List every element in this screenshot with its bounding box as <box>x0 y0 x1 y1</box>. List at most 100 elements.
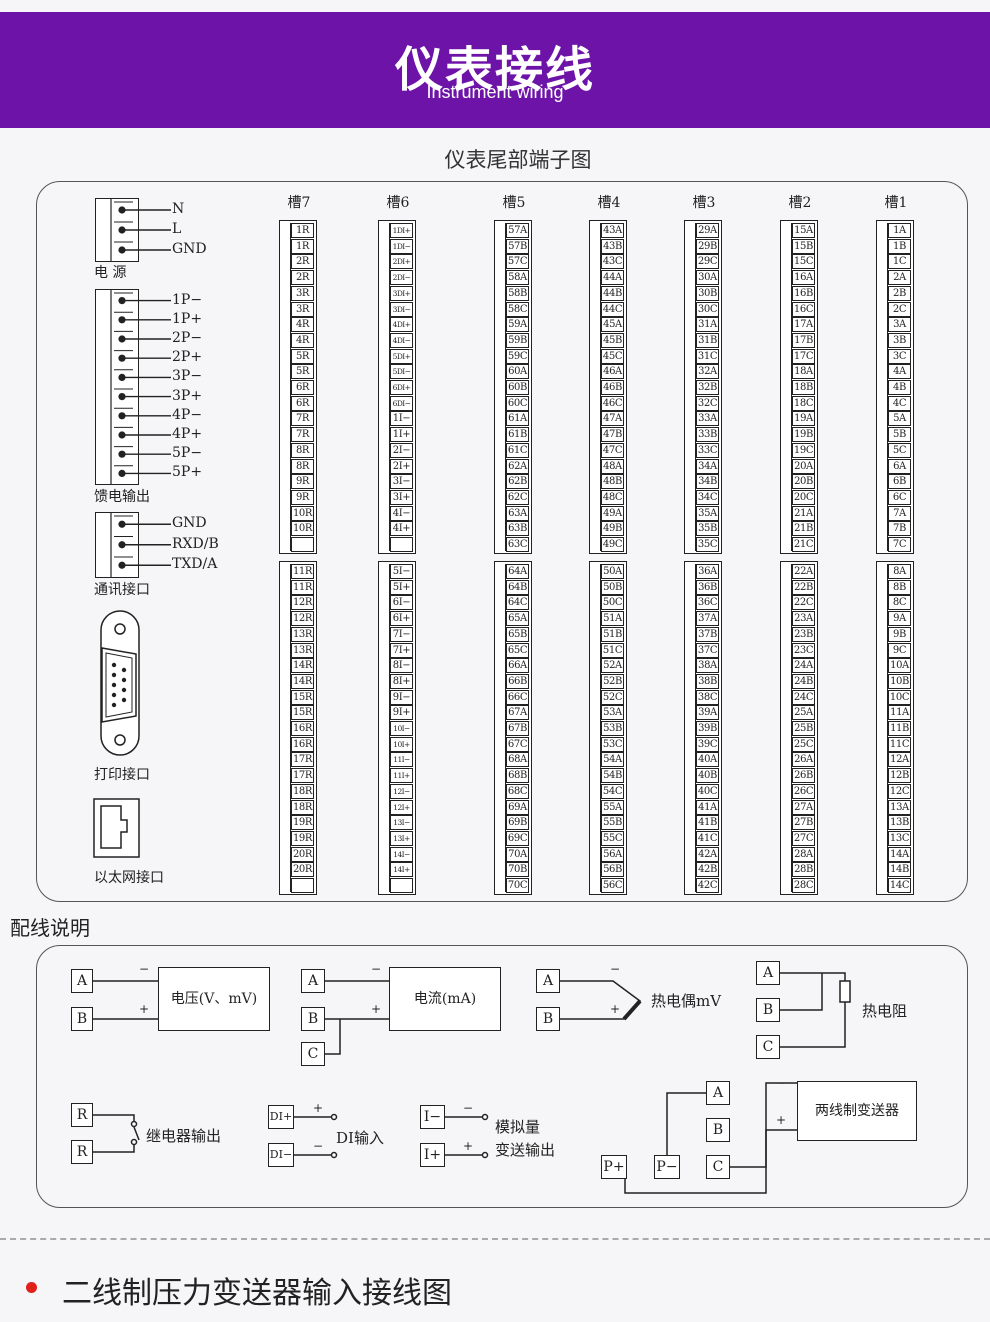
terminal-cell: 55A <box>601 799 624 815</box>
terminal-cell: 22B <box>792 579 815 595</box>
tx-b-terminal: B <box>706 1118 730 1142</box>
terminal-cell: 45B <box>601 332 624 348</box>
tc-plus: + <box>610 1002 620 1016</box>
terminal-cell: 49A <box>601 505 624 521</box>
terminal-block-strip <box>382 223 390 551</box>
terminal-cell: 46C <box>601 395 624 411</box>
diagram-title: 仪表尾部端子图 <box>444 148 592 172</box>
terminal-cell: 66B <box>506 673 529 689</box>
terminal-block-strip <box>688 223 696 551</box>
terminal-block-strip <box>593 564 601 892</box>
tc-b-terminal: B <box>536 1007 560 1031</box>
terminal-cell: 58A <box>506 270 529 286</box>
terminal-cell: 36A <box>696 564 719 579</box>
terminal-cell: 10I− <box>390 721 413 736</box>
terminal-cell: 48B <box>601 474 624 490</box>
terminal-cell: 1C <box>888 254 911 270</box>
terminal-cell: 63B <box>506 521 529 537</box>
terminal-cell: 40A <box>696 752 719 768</box>
feed-connector-terminal-label: 3P+ <box>172 387 203 404</box>
terminal-cell: 66A <box>506 658 529 674</box>
terminal-cell: 41B <box>696 815 719 831</box>
terminal-cell: 59C <box>506 348 529 364</box>
terminal-block-strip <box>498 564 506 892</box>
power-connector-terminal-label: L <box>172 221 182 237</box>
terminal-cell: 50C <box>601 595 624 611</box>
terminal-cell: 19A <box>792 411 815 427</box>
terminal-cell: 53C <box>601 736 624 752</box>
terminal-cell: 2R <box>291 270 314 286</box>
current-a-terminal: A <box>301 969 325 993</box>
ao-plus-terminal: I+ <box>420 1143 445 1167</box>
terminal-cell: 16R <box>291 721 314 736</box>
terminal-cell: 51A <box>601 611 624 627</box>
thermocouple-label: 热电偶mV <box>651 992 722 1010</box>
terminal-cell: 24C <box>792 689 815 705</box>
current-source-box: 电流(mA) <box>389 967 501 1031</box>
terminal-cell: 20C <box>792 489 815 505</box>
slot-title: 槽2 <box>788 195 812 211</box>
terminal-cell: 60A <box>506 364 529 380</box>
terminal-cell: 15B <box>792 238 815 254</box>
terminal-cell: 5R <box>291 348 314 364</box>
terminal-cell: 50B <box>601 579 624 595</box>
terminal-cell: 32A <box>696 364 719 380</box>
terminal-cell: 11I− <box>390 752 413 768</box>
voltage-a-terminal: A <box>71 969 93 993</box>
terminal-cell: 40C <box>696 783 719 799</box>
terminal-cell: 6I+ <box>390 611 413 627</box>
terminal-cell: 13I− <box>390 815 413 831</box>
feed-label: 馈电输出 <box>94 489 150 505</box>
terminal-cell: 1I+ <box>390 427 413 443</box>
ao-minus-terminal: I− <box>420 1105 445 1129</box>
tx-pminus-terminal: P− <box>654 1155 680 1179</box>
terminal-cell: 37B <box>696 626 719 642</box>
page-subtitle: Instrument wiring <box>426 82 564 102</box>
terminal-cell: 43A <box>601 223 624 238</box>
terminal-cell: 3C <box>888 348 911 364</box>
terminal-cell: 18R <box>291 799 314 815</box>
rtd-a-terminal: A <box>756 961 780 985</box>
terminal-cell: 12B <box>888 768 911 784</box>
terminal-cell: 3DI− <box>390 301 413 317</box>
terminal-cell: 5I− <box>390 564 413 579</box>
power-connector-terminal-label: N <box>172 201 185 217</box>
analog-out-label-2: 变送输出 <box>495 1141 556 1159</box>
voltage-b-terminal: B <box>71 1007 93 1031</box>
terminal-cell: 61B <box>506 427 529 443</box>
terminal-cell: 15C <box>792 254 815 270</box>
terminal-block-strip <box>283 223 291 551</box>
terminal-cell: 60C <box>506 395 529 411</box>
terminal-cell: 19R <box>291 830 314 846</box>
terminal-cell: 2B <box>888 285 911 301</box>
terminal-cell: 6C <box>888 489 911 505</box>
feed-connector <box>95 289 139 485</box>
terminal-cell: 38A <box>696 658 719 674</box>
terminal-cell: 2R <box>291 254 314 270</box>
feed-connector-terminal-label: 1P+ <box>172 310 203 327</box>
terminal-cell: 68C <box>506 783 529 799</box>
terminal-cell: 8C <box>888 595 911 611</box>
terminal-cell: 22A <box>792 564 815 579</box>
terminal-cell: 57C <box>506 254 529 270</box>
terminal-cell: 23B <box>792 626 815 642</box>
terminal-cell: 43B <box>601 238 624 254</box>
terminal-cell: 14A <box>888 846 911 862</box>
terminal-cell: 69A <box>506 799 529 815</box>
voltage-source-box: 电压(V、mV) <box>158 967 270 1031</box>
terminal-cell: 4B <box>888 380 911 395</box>
terminal-cell: 3I− <box>390 474 413 490</box>
di-label: DI输入 <box>336 1129 384 1147</box>
terminal-block-strip <box>880 564 888 892</box>
terminal-cell: 3DI+ <box>390 285 413 301</box>
terminal-cell: 14R <box>291 658 314 674</box>
terminal-cell: 56A <box>601 846 624 862</box>
terminal-cell: 15A <box>792 223 815 238</box>
